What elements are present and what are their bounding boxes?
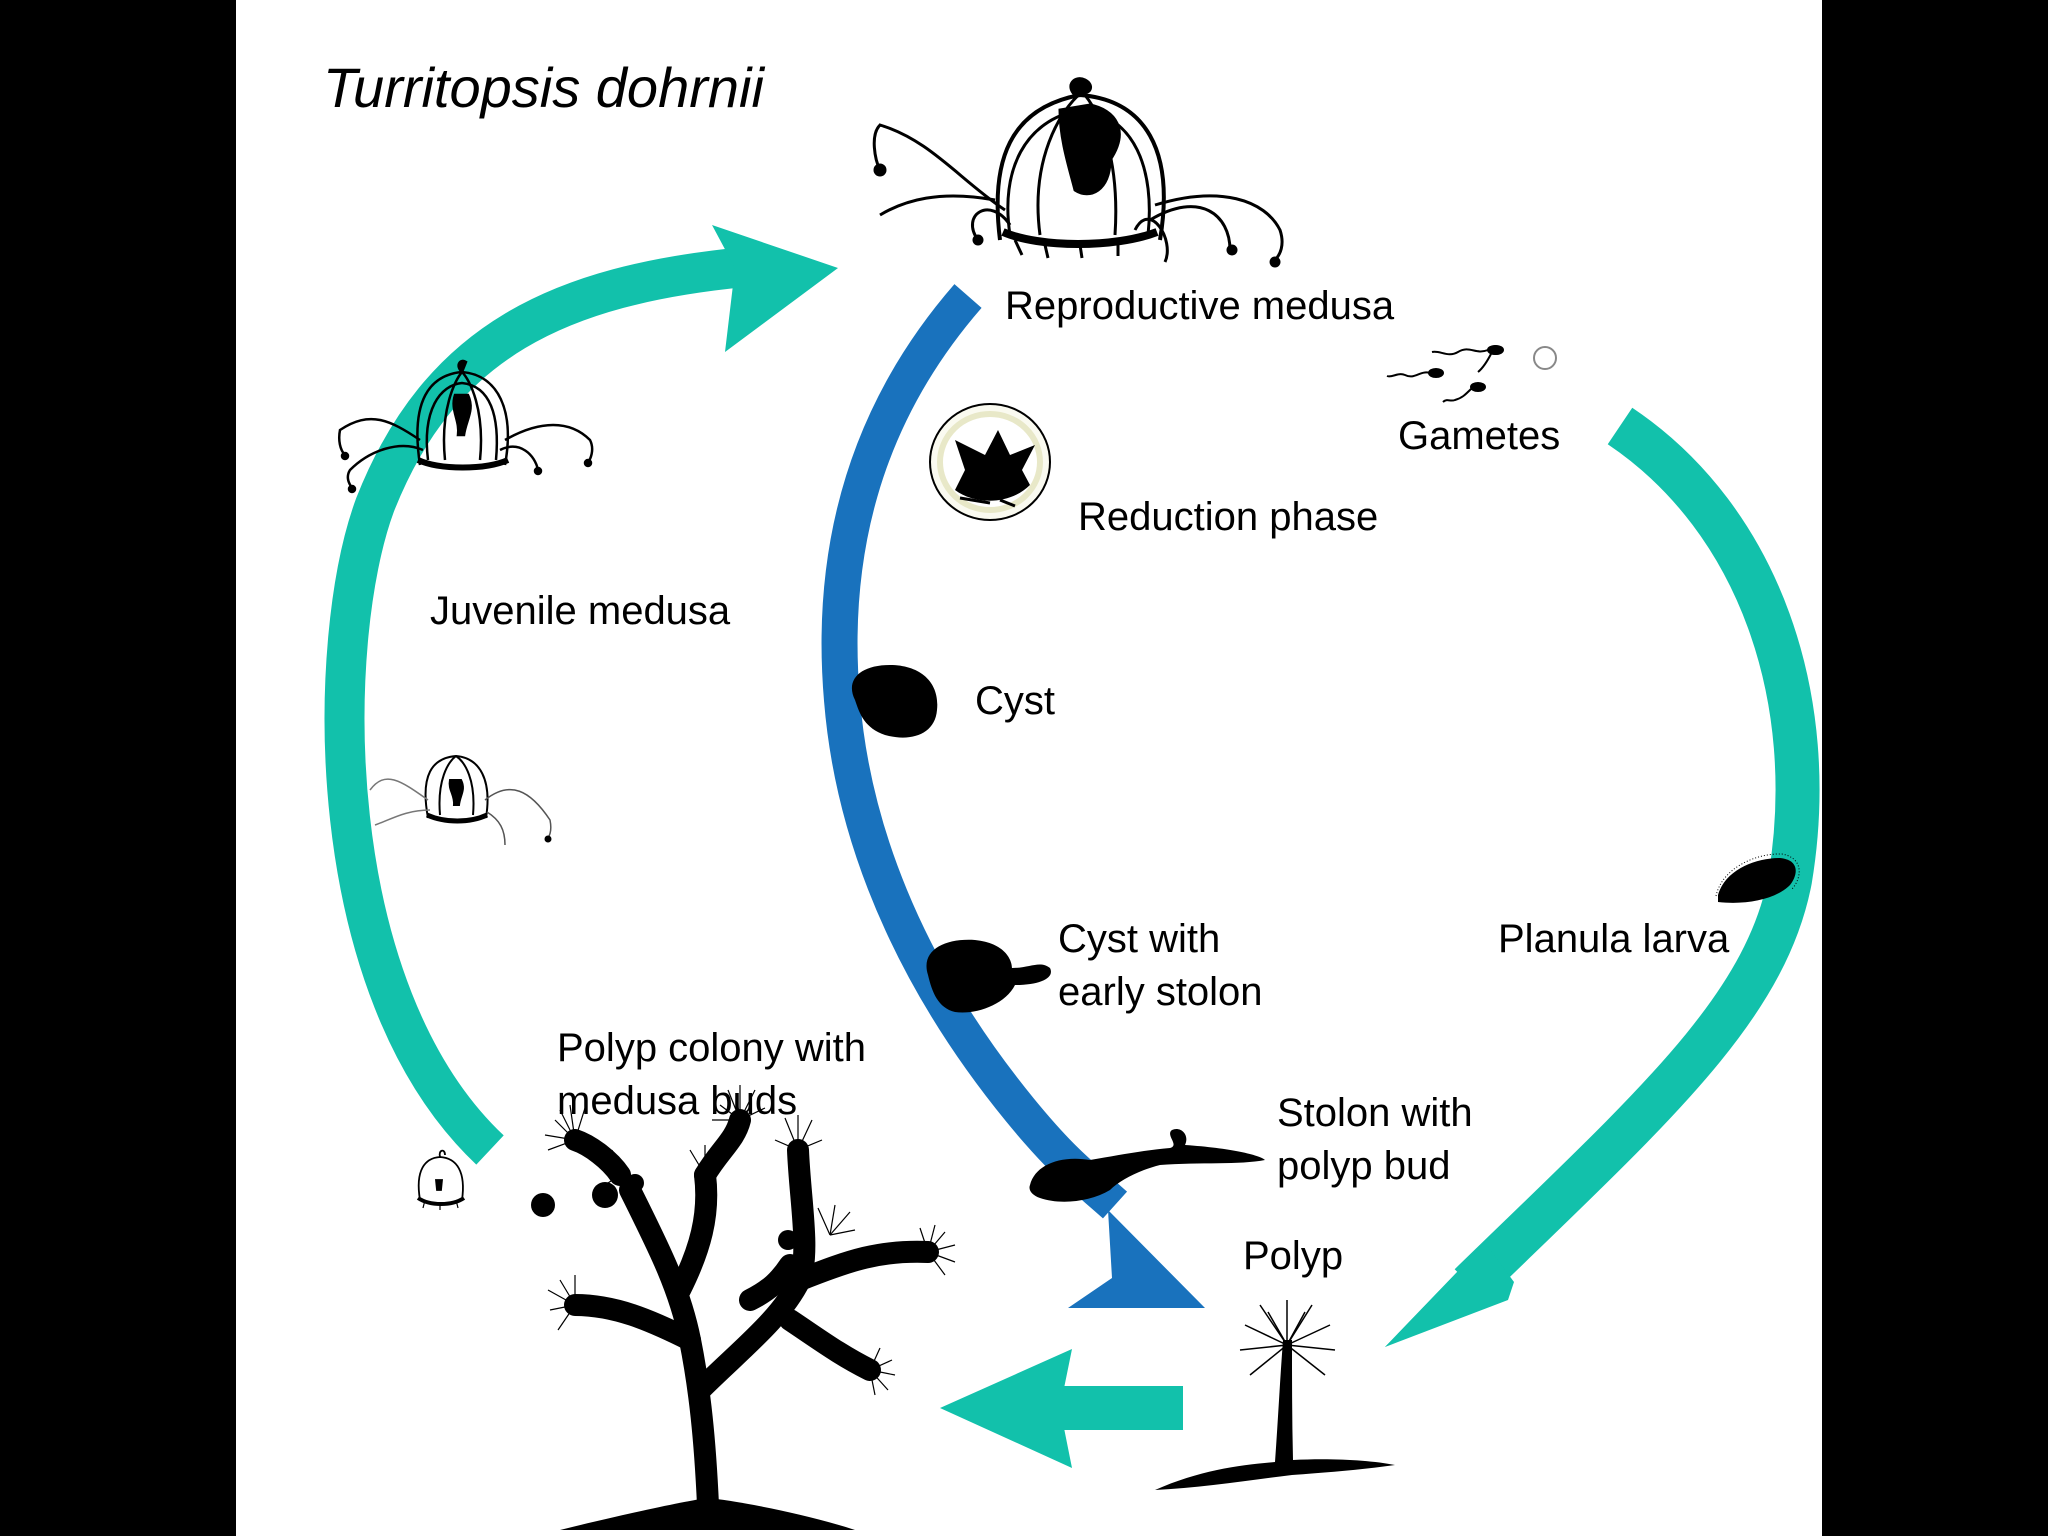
label-juvenile-medusa: Juvenile medusa: [430, 589, 731, 633]
left-cycle-arrow: [324, 225, 838, 1165]
label-cyst-with: Cyst with: [1058, 917, 1221, 961]
juvenile-medusa-lower-icon: [369, 754, 552, 846]
label-reproductive-medusa: Reproductive medusa: [1005, 284, 1395, 328]
released-medusa-icon: [416, 1149, 466, 1210]
stolon-polyp-bud-icon: [1029, 1128, 1265, 1202]
label-cyst: Cyst: [975, 679, 1055, 723]
white-panel: [236, 0, 1822, 1536]
gametes-icon: [1386, 345, 1557, 403]
label-reduction-phase: Reduction phase: [1078, 495, 1379, 539]
label-planula-larva: Planula larva: [1498, 917, 1730, 961]
label-polyp-colony-with: Polyp colony with: [557, 1026, 867, 1070]
cyst-icon: [851, 665, 938, 738]
label-polyp-bud: polyp bud: [1277, 1144, 1451, 1188]
reproductive-medusa-icon: [872, 77, 1284, 268]
diagram-title: Turritopsis dohrnii: [323, 56, 764, 119]
label-gametes: Gametes: [1398, 414, 1561, 458]
label-polyp: Polyp: [1243, 1234, 1344, 1278]
bottom-cycle-arrow: [940, 1349, 1183, 1468]
reverse-development-arrow: [821, 284, 1205, 1308]
planula-larva-icon: [1715, 853, 1800, 903]
polyp-icon: [1155, 1300, 1395, 1490]
cyst-early-stolon-icon: [926, 939, 1051, 1013]
label-stolon-with: Stolon with: [1277, 1091, 1473, 1135]
reduction-phase-icon: [929, 403, 1051, 521]
label-medusa-buds: medusa buds: [557, 1079, 798, 1123]
juvenile-medusa-upper-icon: [337, 359, 594, 494]
label-early-stolon: early stolon: [1058, 970, 1263, 1014]
polyp-colony-icon: [531, 1085, 956, 1530]
